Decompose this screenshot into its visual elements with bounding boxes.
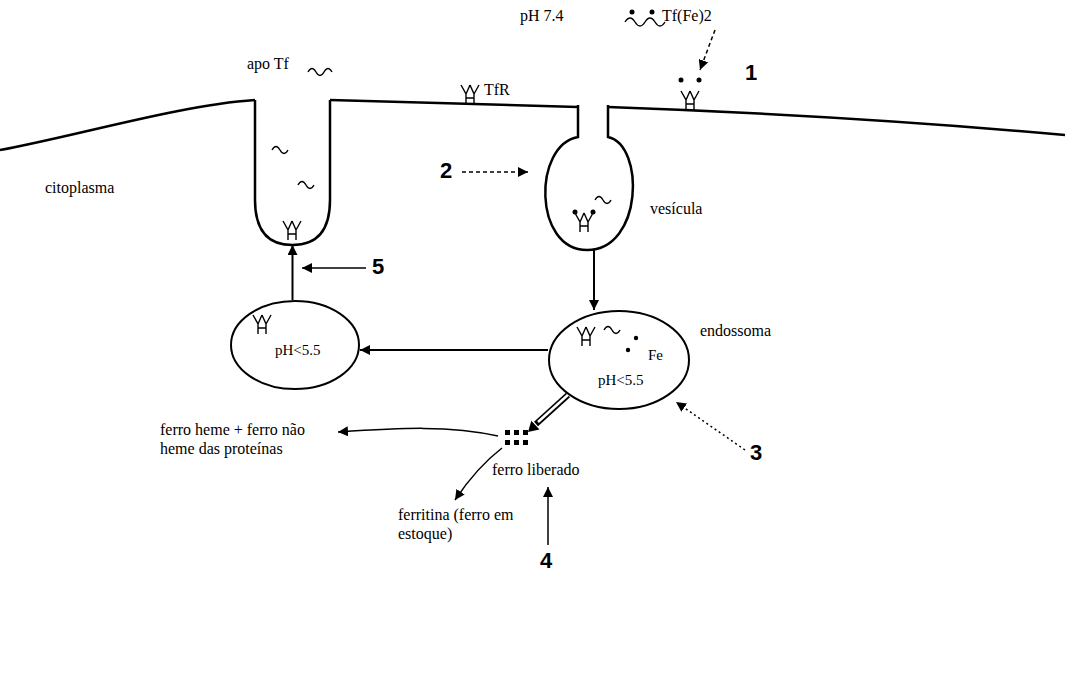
- callout-number: 3: [750, 440, 762, 466]
- membrane-pit: apo Tf: [255, 100, 330, 245]
- flow-arrow: [292, 245, 294, 300]
- apo-transferrin-glyph: [298, 182, 314, 189]
- outline-shape: [231, 301, 359, 389]
- receptor-label: TfR: [484, 80, 510, 99]
- endosome: endossomaFepH<5.5: [548, 310, 690, 410]
- released-iron-label: ferro liberado: [492, 460, 580, 479]
- node-heading: vesícula: [650, 200, 702, 218]
- outline-shape: [549, 311, 689, 409]
- ph-label: pH<5.5: [275, 342, 321, 359]
- iron-label: Fe: [648, 347, 663, 364]
- flow-arrow: [593, 250, 595, 310]
- tfr-glyph: [283, 221, 301, 240]
- transferrin-glyph: [595, 197, 611, 204]
- vesicle: vesícula: [535, 105, 640, 250]
- iron-dots: [505, 10, 702, 446]
- step-pointer: [462, 171, 528, 173]
- transferrin-glyph: [625, 18, 665, 26]
- callout-number: 1: [745, 60, 757, 86]
- pointer-arrows: [302, 30, 745, 545]
- tfr-glyph: [461, 85, 479, 104]
- tfr-bound-glyph: [681, 91, 699, 110]
- outline-shape: [255, 100, 330, 245]
- release-arrow: [528, 393, 570, 432]
- molecule-label: Tf(Fe)2: [662, 6, 712, 25]
- node-outline: [535, 105, 640, 250]
- transferrin-glyph: [604, 327, 620, 334]
- node-outline: [255, 100, 330, 245]
- callout-number: 4: [540, 548, 552, 574]
- apo-transferrin-glyph: [272, 147, 288, 154]
- callout-number: 2: [440, 158, 452, 184]
- iron-destination: ferro heme + ferro não heme das proteína…: [160, 420, 332, 458]
- ph-label: pH 7.4: [520, 6, 564, 25]
- iron-storage: ferritina (ferro em estoque): [398, 505, 533, 543]
- recycling-vesicle: pH<5.5: [230, 300, 360, 390]
- step-pointer: [700, 30, 715, 70]
- region-label: citoplasma: [45, 178, 114, 197]
- tfr-glyph: [253, 315, 271, 334]
- outline-shape: [545, 105, 633, 250]
- apo-transferrin-glyph: [308, 69, 332, 76]
- cell-membrane: [0, 100, 1065, 150]
- membrane-segment: [608, 107, 1065, 135]
- membrane-segment: [0, 100, 255, 150]
- ph-label: pH<5.5: [598, 372, 644, 389]
- tfr-glyph: [577, 327, 595, 346]
- receptor-glyphs: [253, 18, 699, 346]
- node-heading: apo Tf: [247, 55, 289, 73]
- node-outline: [548, 310, 690, 410]
- step-pointer: [676, 402, 745, 450]
- tfr-glyph: [575, 213, 593, 232]
- callout-number: 5: [372, 254, 384, 280]
- step-pointer: [547, 487, 549, 545]
- iron-route-arrow: [338, 428, 498, 436]
- node-heading: endossoma: [700, 322, 771, 340]
- membrane-segment: [330, 100, 578, 107]
- step-pointer: [302, 267, 366, 269]
- flow-arrow: [360, 349, 548, 351]
